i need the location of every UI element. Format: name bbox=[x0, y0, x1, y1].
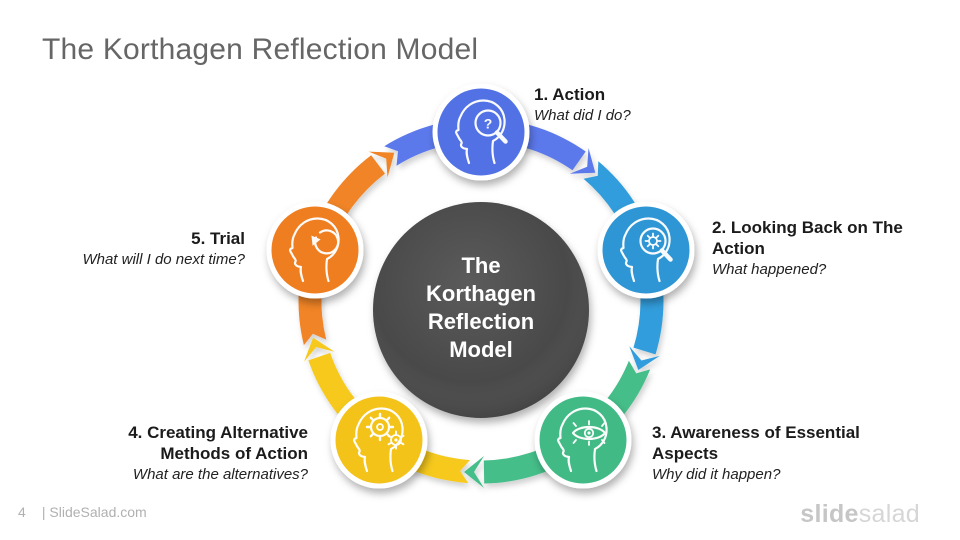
stage-label-2: 2. Looking Back on The Action What happe… bbox=[712, 217, 932, 279]
stage-question-5: What will I do next time? bbox=[82, 251, 245, 268]
stage-title-1: 1. Action bbox=[534, 85, 606, 104]
cycle-arrowhead-5 bbox=[368, 151, 395, 178]
stage-question-4: What are the alternatives? bbox=[132, 466, 308, 483]
center-circle bbox=[373, 202, 589, 418]
stage-label-5: 5. Trial What will I do next time? bbox=[15, 228, 245, 269]
stage-title-2: 2. Looking Back on The Action bbox=[712, 218, 903, 258]
head-with-magnifier-question-icon: ? bbox=[455, 99, 508, 165]
cycle-arrowhead-4 bbox=[304, 337, 335, 362]
cycle-arc-2 bbox=[583, 161, 664, 355]
head-with-magnifier-gear-icon bbox=[620, 217, 673, 283]
logo-part-bold: slide bbox=[800, 500, 859, 528]
stage-question-3: Why did it happen? bbox=[652, 466, 781, 483]
head-with-gears-icon bbox=[353, 407, 405, 473]
stage-node-2 bbox=[597, 201, 695, 299]
footer-brand: | SlideSalad.com bbox=[41, 504, 147, 520]
stage-node-5 bbox=[266, 201, 364, 299]
page-number: 4 bbox=[18, 504, 26, 520]
page-title: The Korthagen Reflection Model bbox=[42, 33, 479, 66]
stage-title-5: 5. Trial bbox=[191, 229, 245, 248]
logo-part-light: salad bbox=[858, 500, 920, 528]
stage-question-2: What happened? bbox=[712, 261, 827, 278]
head-with-eye-icon bbox=[557, 407, 608, 473]
stage-label-1: 1. Action What did I do? bbox=[534, 84, 784, 125]
cycle-arrowhead-3 bbox=[464, 456, 484, 488]
stage-title-3: 3. Awareness of Essential Aspects bbox=[652, 423, 860, 463]
head-with-refresh-arrow-icon bbox=[289, 217, 340, 283]
stage-node-4 bbox=[330, 391, 428, 489]
stage-title-4: 4. Creating Alternative Methods of Actio… bbox=[128, 423, 308, 463]
center-circle-text: The Korthagen Reflection Model bbox=[426, 253, 536, 362]
stage-node-1: ? bbox=[432, 83, 530, 181]
stage-label-3: 3. Awareness of Essential Aspects Why di… bbox=[652, 422, 890, 484]
svg-text:?: ? bbox=[484, 116, 493, 132]
cycle-arrowhead-1 bbox=[569, 148, 596, 174]
cycle-arrowhead-2 bbox=[629, 346, 660, 370]
stage-question-1: What did I do? bbox=[534, 107, 631, 124]
stage-node-3 bbox=[534, 391, 632, 489]
slidesalad-logo: slidesalad bbox=[800, 500, 920, 529]
footer: 4 | SlideSalad.com bbox=[18, 504, 147, 520]
stage-label-4: 4. Creating Alternative Methods of Actio… bbox=[68, 422, 308, 484]
